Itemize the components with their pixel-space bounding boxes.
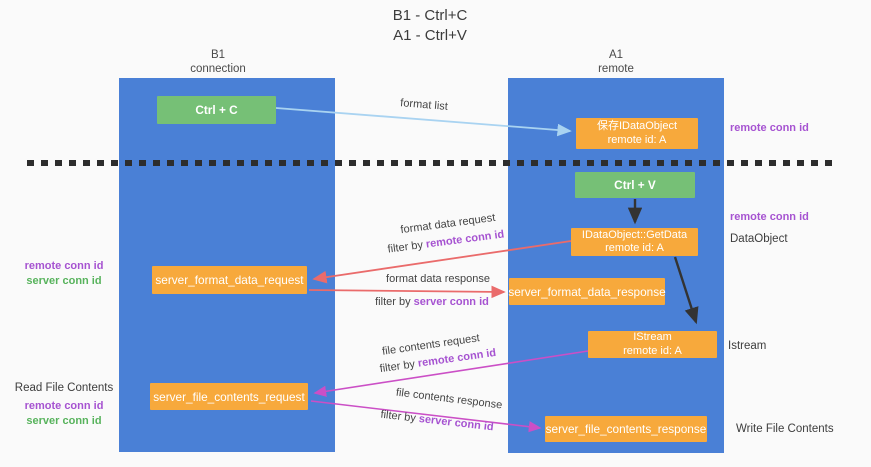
arrow-getdata-to-istream	[673, 256, 699, 325]
save-idataobject-line2: remote id: A	[607, 133, 667, 146]
save-idataobject-line1: 保存IDataObject	[596, 120, 678, 132]
arrow-file-contents-response	[310, 400, 542, 433]
save-idataobject-box: 保存IDataObject remote id: A	[576, 118, 698, 149]
lane-a1-name: A1	[608, 49, 624, 61]
left-remote-conn-id-label-2: remote conn id	[24, 400, 104, 412]
write-file-contents-label: Write File Contents	[736, 423, 834, 435]
server-file-contents-request-box: server_file_contents_request	[150, 383, 308, 410]
istream-side-label: Istream	[728, 340, 767, 352]
server-format-data-response-label: server_format_data_response	[508, 284, 666, 299]
ctrl-v-box: Ctrl + V	[575, 172, 695, 198]
istream-box: IStream remote id: A	[588, 331, 717, 358]
dataobject-label: DataObject	[730, 233, 788, 245]
server-format-data-request-box: server_format_data_request	[152, 266, 307, 294]
server-file-contents-response-label: server_file_contents_response	[545, 422, 707, 436]
ctrl-v-label: Ctrl + V	[614, 178, 656, 192]
server-format-data-request-label: server_format_data_request	[155, 273, 304, 287]
lane-b1-role: connection	[190, 63, 246, 75]
left-conn-id-group: remote conn id server conn id	[8, 259, 120, 289]
arrow-format-data-request	[312, 240, 572, 284]
lane-header-a1: A1 remote	[516, 48, 716, 76]
server-format-data-response-box: server_format_data_response	[508, 278, 666, 305]
format-data-response-filter-label: filter by server conn id	[357, 296, 507, 309]
istream-line2: remote id: A	[623, 344, 682, 357]
ctrl-c-label: Ctrl + C	[195, 103, 238, 117]
title-line-1: B1 - Ctrl+C	[392, 7, 468, 24]
server-file-contents-response-box: server_file_contents_response	[545, 416, 707, 442]
left-server-conn-id-label-2: server conn id	[26, 415, 102, 427]
right-remote-conn-id-top-label: remote conn id	[730, 122, 809, 134]
title-line-2: A1 - Ctrl+V	[393, 27, 467, 44]
read-file-contents-label: Read File Contents	[14, 382, 114, 394]
diagram-title: B1 - Ctrl+C A1 - Ctrl+V	[280, 6, 580, 46]
session-divider-line	[27, 160, 833, 166]
idataobject-getdata-box: IDataObject::GetData remote id: A	[571, 228, 698, 256]
arrow-file-contents-request	[313, 350, 589, 397]
getdata-line2: remote id: A	[605, 242, 664, 254]
left-server-conn-id-label: server conn id	[26, 275, 102, 287]
arrow-format-data-response	[308, 285, 506, 299]
server-file-contents-request-label: server_file_contents_request	[153, 389, 305, 404]
lane-a1-role: remote	[598, 63, 634, 75]
lane-header-b1: B1 connection	[118, 48, 318, 76]
ctrl-c-box: Ctrl + C	[157, 96, 276, 124]
filter-by-text: filter by	[375, 296, 411, 308]
server-conn-id-key: server conn id	[413, 296, 489, 308]
format-data-response-label: format data response	[386, 273, 490, 285]
getdata-line1: IDataObject::GetData	[581, 228, 688, 241]
right-remote-conn-id-mid-label: remote conn id	[730, 211, 809, 223]
istream-line1: IStream	[633, 331, 672, 343]
lane-b1-name: B1	[210, 49, 226, 61]
read-file-contents-group: Read File Contents remote conn id server…	[8, 381, 120, 429]
arrow-format-list	[275, 107, 572, 137]
left-remote-conn-id-label: remote conn id	[24, 260, 104, 272]
